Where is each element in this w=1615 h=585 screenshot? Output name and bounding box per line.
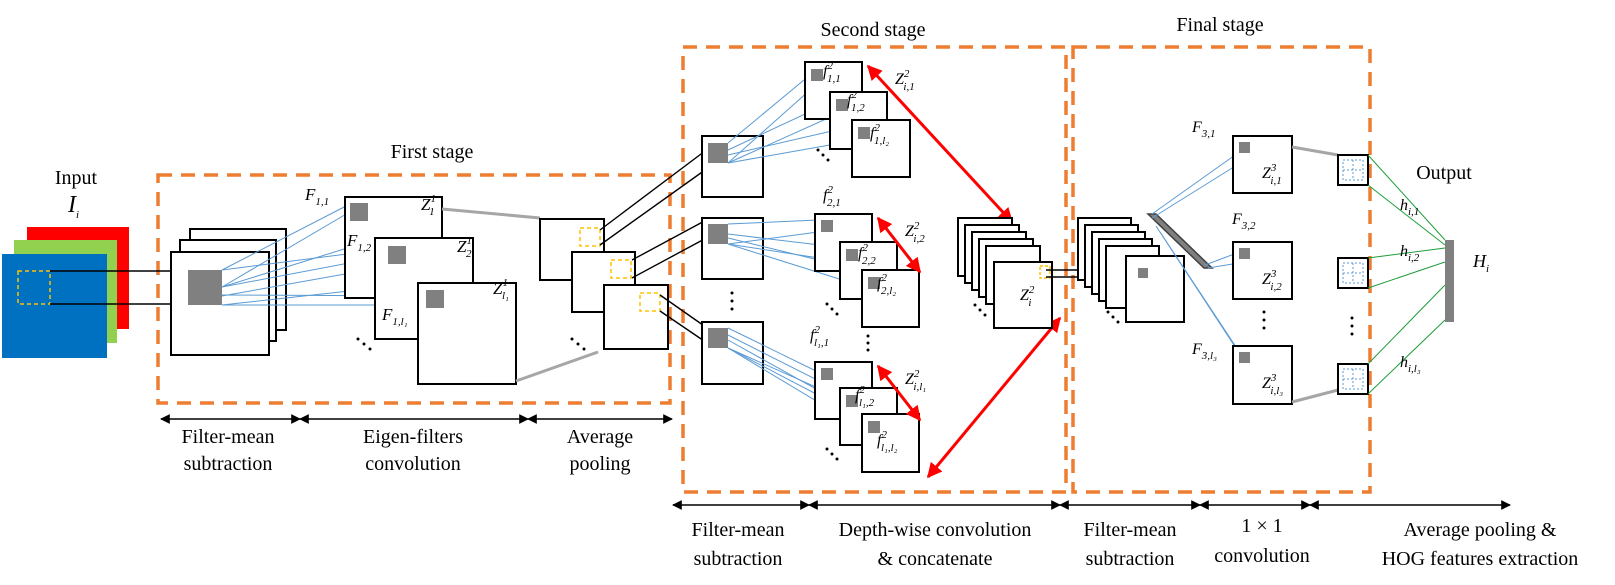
svg-text:Filter-mean: Filter-mean	[692, 519, 785, 541]
svg-text:F3,l₃: F3,l₃	[1191, 341, 1217, 362]
svg-text:Z3i,l₃: Z3i,l₃	[1262, 372, 1283, 397]
svg-text:F1,l₁: F1,l₁	[381, 305, 408, 328]
svg-text:Z12: Z12	[457, 235, 472, 260]
svg-text:hi,l₃: hi,l₃	[1400, 354, 1421, 375]
svg-text:f22,l₂: f22,l₂	[877, 272, 896, 297]
input-symbol: Ii	[67, 192, 79, 221]
output-vector	[1445, 240, 1454, 322]
svg-text:convolution: convolution	[365, 453, 461, 475]
svg-text:Depth-wise convolution: Depth-wise convolution	[839, 519, 1032, 541]
svg-text:convolution: convolution	[1214, 545, 1310, 567]
s1-eigen-kernel-1	[350, 203, 368, 221]
svg-text:f22,2: f22,2	[858, 242, 876, 267]
hog-links	[1367, 154, 1446, 395]
svg-text:Z2i,l₁: Z2i,l₁	[905, 368, 926, 393]
svg-text:Average pooling &: Average pooling &	[1404, 519, 1557, 541]
s1-kernel	[188, 270, 222, 305]
final-stage-box	[1071, 45, 1372, 494]
concat-arrows	[866, 64, 1062, 479]
ellipsis-icon	[1106, 310, 1120, 324]
svg-text:pooling: pooling	[569, 453, 630, 475]
double-arrow-icon	[160, 414, 1511, 510]
ellipsis-icon	[973, 303, 987, 317]
svg-text:hi,2: hi,2	[1400, 243, 1420, 264]
svg-text:F1,1: F1,1	[304, 185, 329, 208]
s3-conv-bar	[1146, 213, 1214, 269]
svg-text:Z2i: Z2i	[1020, 284, 1035, 309]
s3-mean-kernel	[1138, 268, 1148, 278]
svg-text:Z2i,2: Z2i,2	[905, 220, 925, 245]
final-stage-title: Final stage	[1176, 14, 1263, 36]
svg-text:Eigen-filters: Eigen-filters	[363, 426, 463, 448]
ellipsis-icon	[356, 337, 586, 351]
s2-mean-kernel-1	[708, 143, 728, 163]
svg-text:hi,1: hi,1	[1400, 197, 1419, 218]
s2-concat-window	[1039, 265, 1051, 279]
s1-eigen-kernel-2	[388, 246, 406, 264]
first-stage-box	[156, 173, 672, 405]
input-title: Input	[55, 167, 98, 189]
svg-text:Z3i,1: Z3i,1	[1262, 162, 1282, 187]
s3-hog-cells	[1337, 154, 1369, 395]
svg-text:subtraction: subtraction	[1086, 548, 1175, 570]
svg-text:1 × 1: 1 × 1	[1241, 515, 1282, 537]
second-stage-title: Second stage	[821, 19, 926, 41]
ellipsis-icon	[1262, 310, 1266, 330]
svg-text:subtraction: subtraction	[184, 453, 273, 475]
s1-eigen-kernel-l	[426, 290, 444, 308]
svg-text:Average: Average	[567, 426, 633, 448]
input-patch-window	[17, 270, 51, 305]
svg-text:F1,2: F1,2	[346, 231, 372, 254]
output-symbol: Hi	[1472, 251, 1489, 275]
s1-pool-map-l	[603, 284, 669, 350]
ellipsis-icon	[816, 148, 870, 461]
svg-text:Z3i,2: Z3i,2	[1262, 268, 1282, 293]
svg-text:& concatenate: & concatenate	[878, 548, 993, 570]
svg-text:Z2i,1: Z2i,1	[895, 68, 915, 93]
svg-text:Z11: Z11	[421, 193, 435, 218]
s3-conv-map-2	[1232, 241, 1293, 300]
output-title: Output	[1416, 162, 1472, 184]
s2-mean-kernel-2	[708, 224, 728, 244]
svg-text:subtraction: subtraction	[694, 548, 783, 570]
input-blue-channel	[2, 254, 107, 358]
first-stage-title: First stage	[391, 141, 474, 163]
svg-text:F3,2: F3,2	[1231, 211, 1256, 232]
s1-pool-window-2	[610, 259, 632, 279]
s2-bottom-labels: Filter-mean subtraction Depth-wise convo…	[692, 515, 1579, 570]
svg-text:f22,1: f22,1	[823, 184, 841, 209]
svg-text:f21,l₂: f21,l₂	[870, 122, 889, 147]
s2-concat-stack	[957, 217, 1053, 329]
svg-text:F3,1: F3,1	[1191, 119, 1216, 140]
svg-text:Filter-mean: Filter-mean	[1084, 519, 1177, 541]
s1-bottom-labels: Filter-mean subtraction Eigen-filters co…	[182, 426, 634, 475]
s3-mean-stack	[1077, 217, 1185, 323]
svg-text:HOG features extraction: HOG features extraction	[1382, 548, 1579, 570]
s1-pool-window-1	[579, 227, 601, 247]
svg-text:f21,1: f21,1	[823, 60, 841, 85]
s2-mean-kernel-l	[708, 328, 728, 348]
ellipsis-icon	[730, 291, 734, 311]
svg-text:f21,2: f21,2	[847, 89, 865, 114]
ellipsis-icon	[1350, 316, 1354, 336]
svg-text:Filter-mean: Filter-mean	[182, 426, 275, 448]
s1-pool-window-l	[639, 292, 661, 312]
